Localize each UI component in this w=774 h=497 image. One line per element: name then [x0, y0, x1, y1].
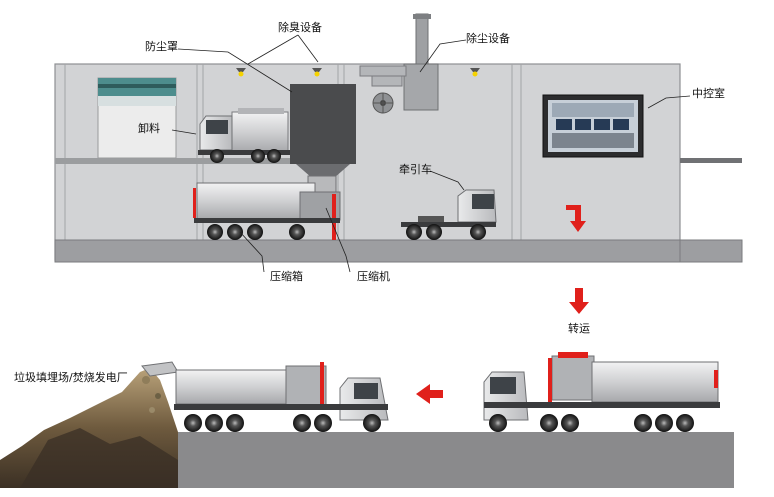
arrow-down-icon [569, 288, 589, 314]
wheel [470, 224, 486, 240]
label-control-room: 中控室 [692, 87, 725, 100]
wheel [289, 224, 305, 240]
arrow-turn-down-icon [566, 205, 586, 232]
tractor-unit [401, 189, 497, 240]
label-tractor: 牵引车 [399, 163, 432, 176]
label-landfill: 垃圾填埋场/焚烧发电厂 [14, 371, 128, 384]
wheel [363, 414, 381, 432]
wheel [205, 414, 223, 432]
wheel [184, 414, 202, 432]
garbage-truck-unloading [198, 108, 290, 163]
arrow-left-icon [416, 384, 443, 404]
label-dust-hood: 防尘罩 [145, 40, 178, 53]
wheel [489, 414, 507, 432]
label-unloading: 卸料 [138, 122, 160, 135]
wheel [406, 224, 422, 240]
deodorizer-lamp [312, 68, 322, 77]
ground-slab [178, 432, 734, 488]
wheel [540, 414, 558, 432]
wheel [314, 414, 332, 432]
wheel [226, 414, 244, 432]
wheel [293, 414, 311, 432]
wheel [676, 414, 694, 432]
dust-hood-hopper [290, 84, 356, 197]
leader-lines [171, 34, 691, 273]
wheel [561, 414, 579, 432]
wheel [655, 414, 673, 432]
wheel [267, 149, 281, 163]
label-compressor: 压缩机 [357, 270, 390, 283]
wheel [207, 224, 223, 240]
wheel [210, 149, 224, 163]
transfer-truck-dumping [141, 361, 389, 432]
wheel [426, 224, 442, 240]
wheel [247, 224, 263, 240]
label-transfer: 转运 [568, 322, 590, 335]
label-dust-removal: 除尘设备 [466, 32, 510, 45]
deodorizer-lamp [236, 68, 246, 77]
wheel [227, 224, 243, 240]
dust-removal-equipment [359, 13, 439, 114]
transfer-truck-transit [483, 352, 720, 432]
deodorizer-lamp [470, 68, 480, 77]
wheel [634, 414, 652, 432]
building [54, 13, 743, 263]
label-compression-box: 压缩箱 [270, 270, 303, 283]
control-room-monitor [542, 94, 644, 158]
compression-box-trailer [193, 182, 341, 240]
label-deodorizer: 除臭设备 [278, 21, 322, 34]
wheel [251, 149, 265, 163]
landfill-pile [0, 368, 178, 488]
